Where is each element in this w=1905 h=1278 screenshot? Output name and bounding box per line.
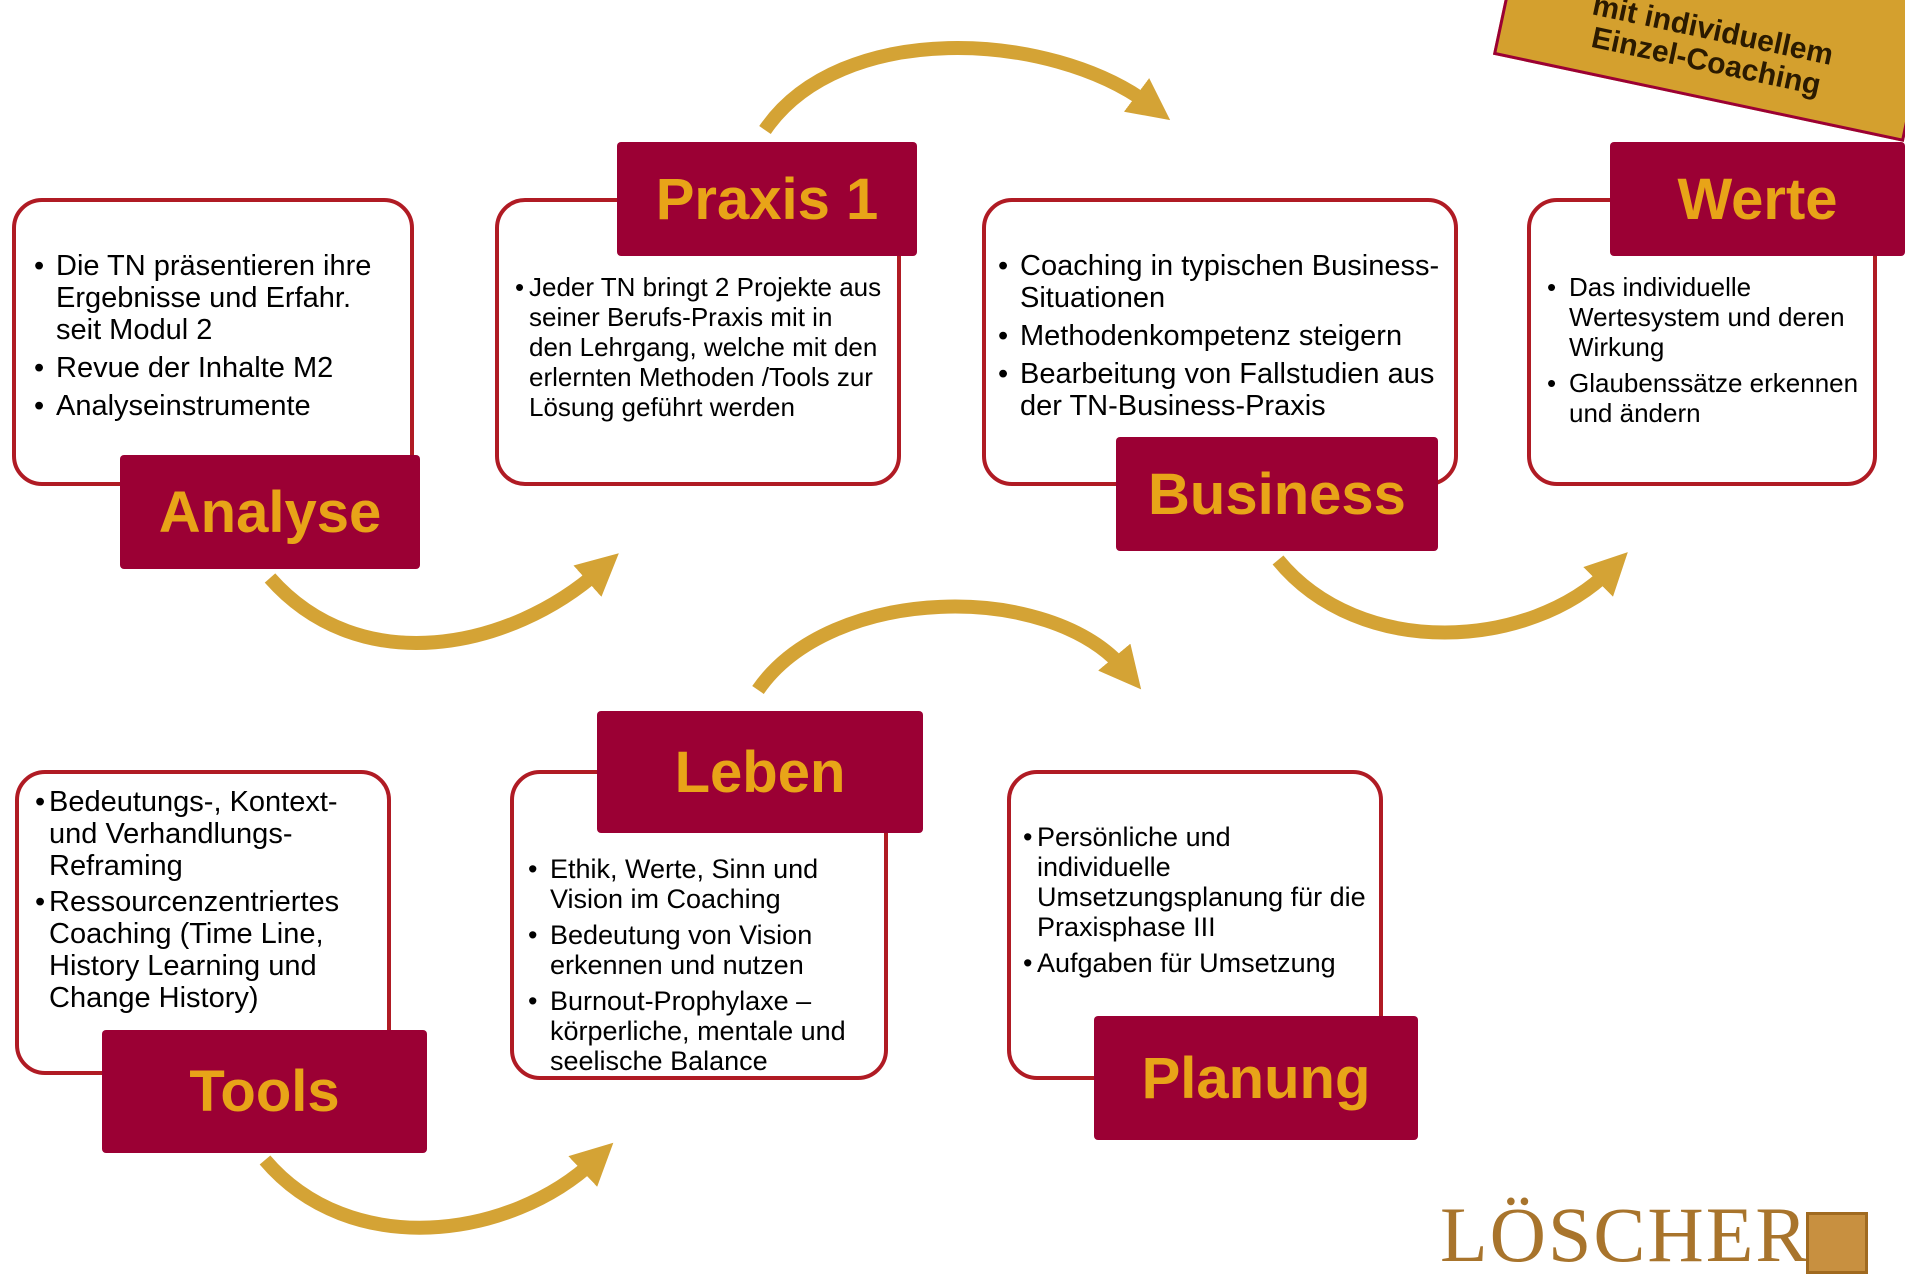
planung-list: Persönliche und individuelle Umsetzungsp… xyxy=(1023,822,1367,978)
analyse-box: Die TN präsentieren ihre Ergebnisse und … xyxy=(12,198,414,486)
list-item: Ethik, Werte, Sinn und Vision im Coachin… xyxy=(526,854,874,914)
tools-list: Bedeutungs-, Kontext- und Verhandlungs-R… xyxy=(35,786,373,1014)
loescher-logo-text: LÖSCHER xyxy=(1440,1191,1810,1278)
list-item: Aufgaben für Umsetzung xyxy=(1023,948,1367,978)
list-item: Das individuelle Wertesystem und deren W… xyxy=(1545,272,1861,362)
praxis1-list: Jeder TN bringt 2 Projekte aus seiner Be… xyxy=(515,272,883,422)
leben-list: Ethik, Werte, Sinn und Vision im Coachin… xyxy=(526,854,874,1076)
arrow-praxis-to-business xyxy=(759,41,1171,134)
arrow-tools-to-next xyxy=(259,1142,614,1235)
werte-box: Das individuelle Wertesystem und deren W… xyxy=(1527,198,1877,486)
werte-list: Das individuelle Wertesystem und deren W… xyxy=(1545,272,1861,428)
arrow-analyse-to-praxis xyxy=(264,553,619,650)
list-item: Glaubenssätze erkennen und ändern xyxy=(1545,368,1861,428)
list-item: Ressourcenzentriertes Coaching (Time Lin… xyxy=(35,886,373,1014)
list-item: Coaching in typischen Business-Situation… xyxy=(996,250,1444,314)
list-item: Bearbeitung von Fallstudien aus der TN-B… xyxy=(996,358,1444,422)
list-item: Persönliche und individuelle Umsetzungsp… xyxy=(1023,822,1367,942)
werte-label: Werte xyxy=(1610,142,1905,256)
tools-box: Bedeutungs-, Kontext- und Verhandlungs-R… xyxy=(15,770,391,1075)
list-item: Bedeutung von Vision erkennen und nutzen xyxy=(526,920,874,980)
list-item: Burnout-Prophylaxe – körperliche, mental… xyxy=(526,986,874,1076)
list-item: Revue der Inhalte M2 xyxy=(32,352,396,384)
list-item: Bedeutungs-, Kontext- und Verhandlungs-R… xyxy=(35,786,373,882)
list-item: Methodenkompetenz steigern xyxy=(996,320,1444,352)
leben-label: Leben xyxy=(597,711,923,833)
planung-label: Planung xyxy=(1094,1016,1418,1140)
logo-emblem-icon xyxy=(1806,1212,1868,1274)
analyse-label: Analyse xyxy=(120,455,420,569)
list-item: Analyseinstrumente xyxy=(32,390,396,422)
list-item: Die TN präsentieren ihre Ergebnisse und … xyxy=(32,250,396,346)
list-item: Jeder TN bringt 2 Projekte aus seiner Be… xyxy=(515,272,883,422)
tools-label: Tools xyxy=(102,1030,427,1153)
business-list: Coaching in typischen Business-Situation… xyxy=(996,250,1444,422)
analyse-list: Die TN präsentieren ihre Ergebnisse und … xyxy=(32,250,396,422)
praxis1-label: Praxis 1 xyxy=(617,142,917,256)
arrow-leben-to-planung xyxy=(752,599,1142,695)
arrow-business-to-werte xyxy=(1272,552,1628,640)
business-label: Business xyxy=(1116,437,1438,551)
